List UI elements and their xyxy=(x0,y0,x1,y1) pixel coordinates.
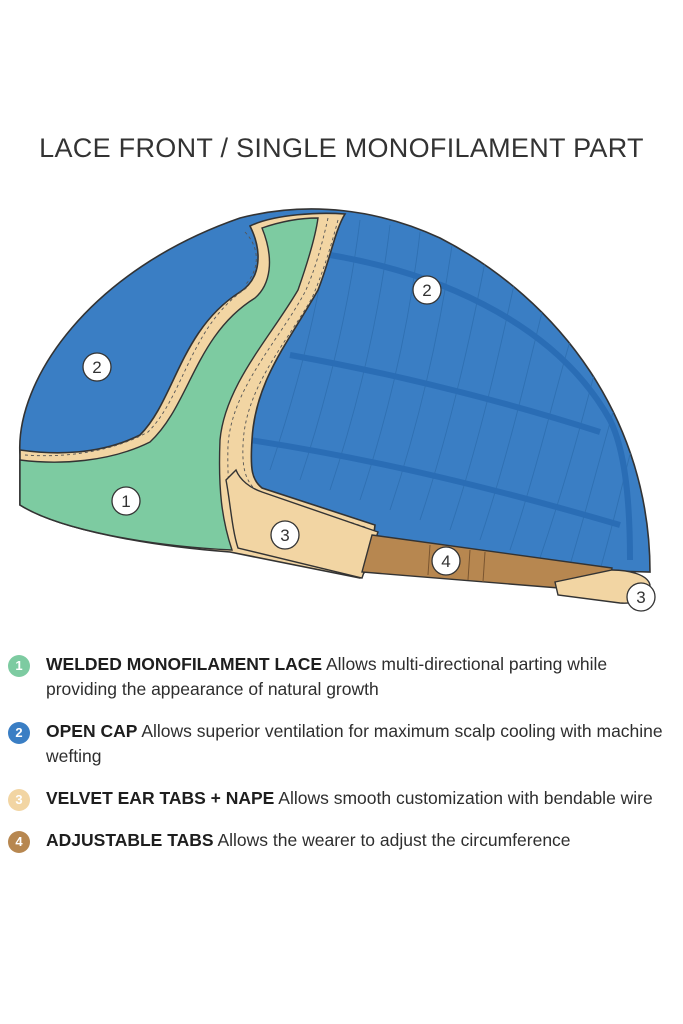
legend-badge: 1 xyxy=(8,655,30,677)
marker-open-cap-left: 2 xyxy=(82,352,112,382)
marker-ear-tab: 3 xyxy=(270,520,300,550)
marker-open-cap-right: 2 xyxy=(412,275,442,305)
marker-label: 4 xyxy=(441,552,450,571)
marker-label: 3 xyxy=(636,588,645,607)
wire-bands xyxy=(249,252,633,561)
wig-cap-diagram: 2 2 1 3 4 3 xyxy=(19,208,656,612)
marker-nape: 3 xyxy=(626,582,656,612)
legend-description: Allows multi-directional parting while p… xyxy=(46,654,608,699)
legend-description: Allows smooth customization with bendabl… xyxy=(278,788,653,808)
legend-term: VELVET EAR TABS + NAPE xyxy=(46,788,275,808)
legend-text: VELVET EAR TABS + NAPE Allows smooth cus… xyxy=(46,786,680,811)
legend: 1 WELDED MONOFILAMENT LACE Allows multi-… xyxy=(8,652,680,870)
page-title: LACE FRONT / SINGLE MONOFILAMENT PART xyxy=(39,133,644,163)
legend-badge: 3 xyxy=(8,789,30,811)
nape-tab xyxy=(554,569,651,604)
marker-label: 1 xyxy=(121,492,130,511)
legend-text: WELDED MONOFILAMENT LACE Allows multi-di… xyxy=(46,652,680,702)
legend-term: WELDED MONOFILAMENT LACE xyxy=(46,654,323,674)
marker-label: 2 xyxy=(422,281,431,300)
marker-adjust-tab: 4 xyxy=(431,546,461,576)
marker-label: 2 xyxy=(92,358,101,377)
marker-label: 3 xyxy=(280,526,289,545)
adjustable-tab-notches xyxy=(427,544,486,583)
legend-description: Allows superior ventilation for maximum … xyxy=(46,721,663,766)
lace-region xyxy=(19,217,319,551)
legend-badge: 2 xyxy=(8,722,30,744)
legend-description: Allows the wearer to adjust the circumfe… xyxy=(217,830,571,850)
legend-text: OPEN CAP Allows superior ventilation for… xyxy=(46,719,680,769)
legend-item-velvet: 3 VELVET EAR TABS + NAPE Allows smooth c… xyxy=(8,786,680,811)
legend-text: ADJUSTABLE TABS Allows the wearer to adj… xyxy=(46,828,680,853)
legend-badge: 4 xyxy=(8,831,30,853)
legend-term: ADJUSTABLE TABS xyxy=(46,830,214,850)
marker-lace: 1 xyxy=(111,486,141,516)
legend-item-open-cap: 2 OPEN CAP Allows superior ventilation f… xyxy=(8,719,680,769)
legend-term: OPEN CAP xyxy=(46,721,138,741)
legend-item-adjustable: 4 ADJUSTABLE TABS Allows the wearer to a… xyxy=(8,828,680,853)
legend-item-lace: 1 WELDED MONOFILAMENT LACE Allows multi-… xyxy=(8,652,680,702)
